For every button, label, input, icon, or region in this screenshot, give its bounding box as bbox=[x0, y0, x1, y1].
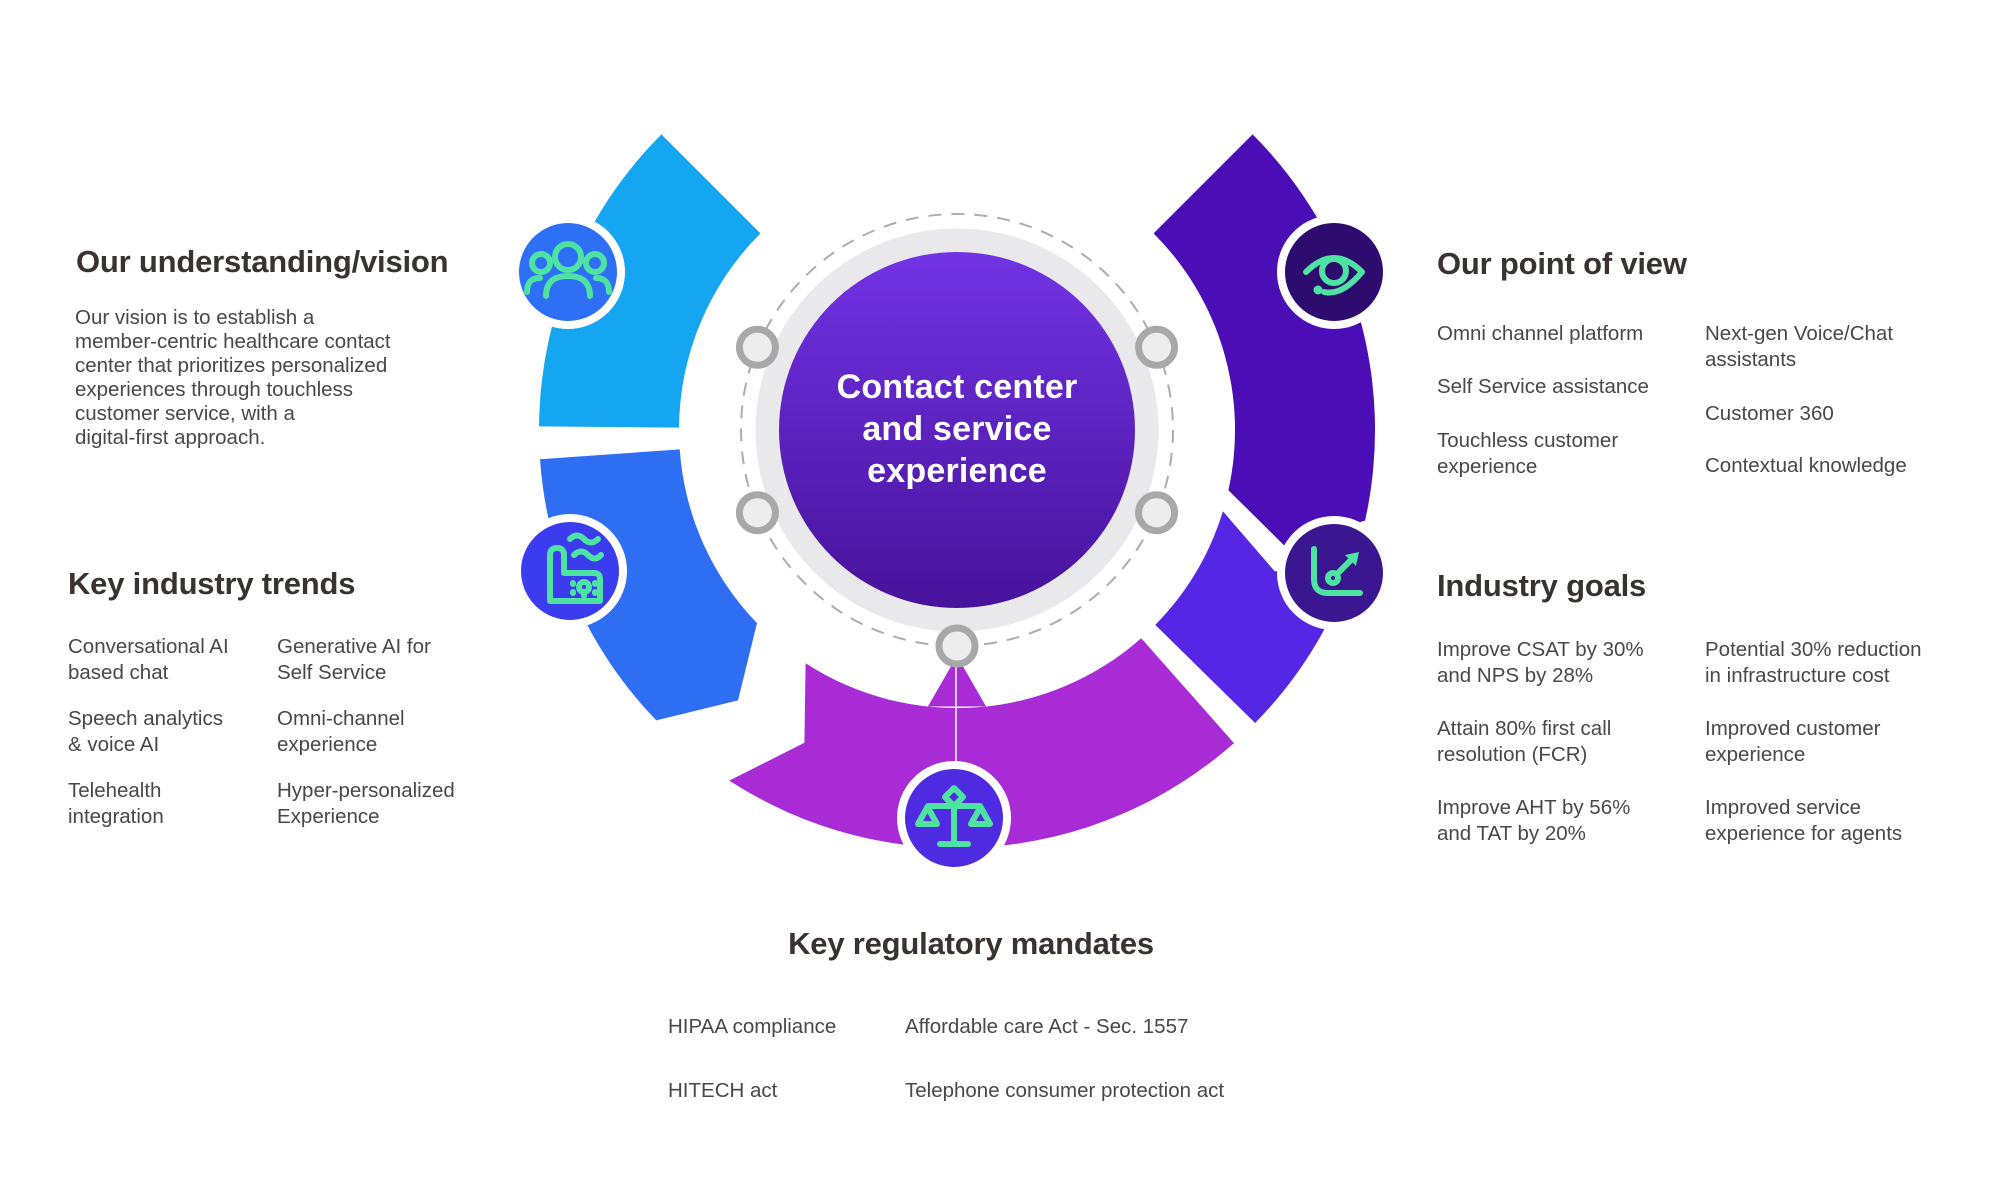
list-item: Improved customer experience bbox=[1705, 717, 1881, 766]
factory-icon-glyph bbox=[547, 545, 603, 604]
list-item: Affordable care Act - Sec. 1557 bbox=[905, 1015, 1189, 1038]
people-icon-glyph bbox=[593, 275, 612, 295]
list-item: Touchless customer experience bbox=[1437, 429, 1619, 478]
list-item: Omni-channel experience bbox=[277, 707, 405, 756]
list-item: Telephone consumer protection act bbox=[905, 1079, 1225, 1102]
list-item: Improve AHT by 56% and TAT by 20% bbox=[1437, 796, 1631, 845]
list-item: Telehealth integration bbox=[68, 779, 164, 828]
chart-icon-glyph bbox=[1335, 557, 1354, 576]
list-item: HIPAA compliance bbox=[668, 1015, 837, 1038]
trends-heading: Key industry trends bbox=[68, 566, 356, 601]
list-item: Self Service assistance bbox=[1437, 375, 1649, 398]
vision-body: Our vision is to establish a member-cent… bbox=[75, 306, 391, 449]
chart-icon bbox=[1277, 516, 1391, 630]
chart-icon-glyph bbox=[1325, 570, 1341, 586]
list-item: Customer 360 bbox=[1705, 402, 1834, 425]
node-dot bbox=[935, 624, 979, 668]
node-dot bbox=[1135, 491, 1179, 535]
chart-icon-glyph bbox=[1311, 546, 1363, 596]
list-item: Speech analytics & voice AI bbox=[68, 707, 223, 756]
people-icon-glyph bbox=[583, 251, 607, 275]
people-icon-glyph bbox=[529, 251, 553, 275]
point-of-view-segment bbox=[1153, 134, 1376, 547]
eye-icon bbox=[1277, 215, 1391, 329]
list-item: Conversational AI based chat bbox=[68, 635, 229, 684]
eye-icon-glyph bbox=[1319, 256, 1349, 286]
people-icon-glyph bbox=[543, 273, 593, 299]
center-circle bbox=[779, 252, 1135, 608]
node-dot bbox=[735, 491, 779, 535]
industry-trends-segment bbox=[540, 449, 757, 721]
list-item: Improved service experience for agents bbox=[1705, 796, 1903, 845]
eye-icon-glyph bbox=[1313, 285, 1323, 295]
pov-heading: Our point of view bbox=[1437, 246, 1687, 281]
scales-icon-glyph bbox=[968, 804, 993, 827]
list-item: Next-gen Voice/Chat assistants bbox=[1705, 322, 1894, 371]
list-item: Potential 30% reduction in infrastructur… bbox=[1705, 638, 1922, 687]
gray-ring bbox=[755, 228, 1159, 632]
factory-icon-glyph bbox=[571, 548, 604, 562]
understanding-vision-segment bbox=[539, 134, 761, 428]
people-icon bbox=[511, 215, 625, 329]
list-item: Omni channel platform bbox=[1437, 322, 1644, 345]
list-item: Generative AI for Self Service bbox=[277, 635, 431, 684]
people-icon-glyph bbox=[524, 275, 543, 295]
list-item: HITECH act bbox=[668, 1079, 778, 1102]
list-item: Attain 80% first call resolution (FCR) bbox=[1437, 717, 1612, 766]
goals-heading: Industry goals bbox=[1437, 568, 1647, 603]
factory-icon-glyph bbox=[567, 532, 601, 546]
scales-icon bbox=[897, 761, 1011, 875]
people-icon-glyph bbox=[552, 241, 584, 273]
factory-icon-glyph bbox=[570, 580, 598, 596]
mandates-heading: Key regulatory mandates bbox=[788, 926, 1154, 961]
list-item: Improve CSAT by 30% and NPS by 28% bbox=[1437, 638, 1644, 687]
list-item: Hyper-personalized Experience bbox=[277, 779, 455, 828]
factory-icon bbox=[513, 514, 627, 628]
list-item: Contextual knowledge bbox=[1705, 454, 1907, 477]
node-dot bbox=[735, 325, 779, 369]
center-title: Contact center and service experience bbox=[836, 368, 1078, 490]
eye-icon-glyph bbox=[1303, 255, 1365, 296]
vision-heading: Our understanding/vision bbox=[76, 244, 449, 279]
regulatory-mandates-segment bbox=[729, 638, 1234, 849]
chart-icon-glyph bbox=[1345, 552, 1359, 566]
dashed-circle bbox=[740, 213, 1174, 647]
scales-icon-glyph bbox=[915, 804, 940, 827]
node-dot bbox=[1135, 325, 1179, 369]
